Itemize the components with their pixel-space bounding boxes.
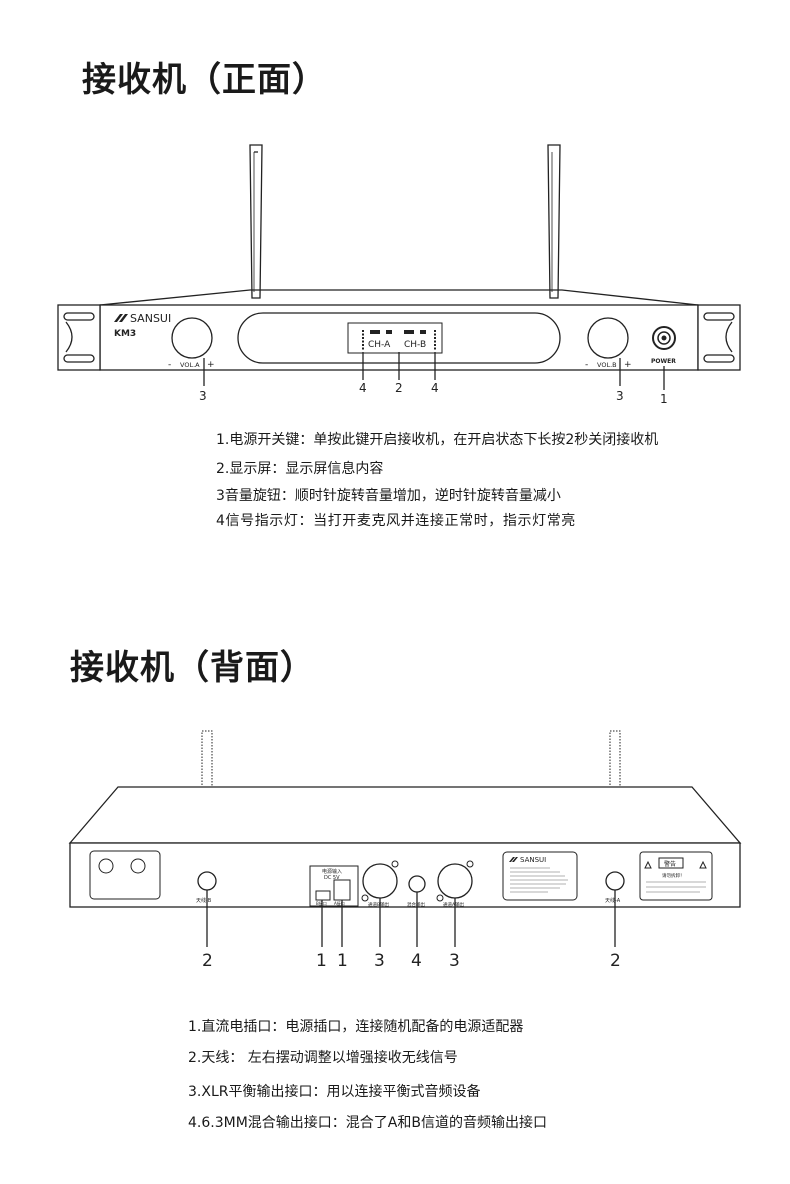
back-desc-dc-jack: 1.直流电插口：电源插口，连接随机配备的电源适配器 bbox=[188, 1019, 524, 1035]
front-chassis-top bbox=[99, 289, 699, 306]
power-label: POWER bbox=[651, 358, 676, 365]
display-status-icon-b bbox=[404, 330, 414, 334]
front-desc-signal-led: 4信号指示灯：当打开麦克风并连接正常时，指示灯常亮 bbox=[216, 513, 576, 529]
warning-title: 警告 bbox=[664, 860, 676, 868]
front-model: KM3 bbox=[114, 329, 136, 339]
back-callout-2b: 2 bbox=[610, 951, 621, 971]
front-view bbox=[57, 144, 741, 390]
front-callout-1: 1 bbox=[660, 392, 668, 406]
antenna-a-connector[interactable] bbox=[605, 871, 625, 891]
vol-a-knob[interactable] bbox=[171, 317, 213, 359]
vol-b-plus: + bbox=[624, 360, 632, 370]
back-label-brand: SANSUI bbox=[520, 856, 546, 864]
mix-output-label: 混合输出 bbox=[407, 901, 425, 908]
antenna-b-connector[interactable] bbox=[197, 871, 217, 891]
safety-label bbox=[89, 850, 161, 900]
recycle-icon bbox=[98, 858, 114, 874]
warning-label bbox=[639, 851, 713, 901]
back-callout-1b: 1 bbox=[337, 951, 348, 971]
display-ch-b: CH-B bbox=[404, 340, 426, 350]
back-callout-4: 4 bbox=[411, 951, 422, 971]
back-panel bbox=[69, 842, 741, 908]
product-info-label bbox=[502, 851, 578, 901]
warning-triangle-left-icon bbox=[644, 860, 652, 869]
back-desc-antenna: 2.天线： 左右摆动调整以增强接收无线信号 bbox=[188, 1050, 458, 1066]
rack-ear-right bbox=[697, 304, 741, 371]
display-signal-icon-b bbox=[420, 330, 426, 334]
mix-output-jack[interactable] bbox=[408, 875, 426, 893]
front-brand: SANSUI bbox=[130, 312, 171, 325]
back-callout-1a: 1 bbox=[316, 951, 327, 971]
xlr-b-output[interactable] bbox=[362, 863, 398, 899]
back-section-title: 接收机（背面） bbox=[70, 648, 315, 688]
port-a-small-label: A接口 bbox=[334, 900, 345, 906]
back-desc-mix-out: 4.6.3MM混合输出接口：混合了A和B信道的音频输出接口 bbox=[188, 1115, 547, 1131]
vol-b-knob[interactable] bbox=[587, 317, 629, 359]
warning-subtitle: 请勿拆卸！ bbox=[662, 872, 685, 879]
front-callout-4b: 4 bbox=[431, 381, 439, 395]
no-disposal-icon bbox=[130, 858, 146, 874]
back-chassis-top bbox=[68, 786, 742, 844]
front-callout-2: 2 bbox=[395, 381, 403, 395]
front-desc-display: 2.显示屏：显示屏信息内容 bbox=[216, 461, 384, 477]
front-section-title: 接收机（正面） bbox=[82, 60, 327, 100]
display-ch-a: CH-A bbox=[368, 340, 391, 350]
back-callout-3a: 3 bbox=[374, 951, 385, 971]
vol-b-minus: - bbox=[585, 360, 588, 370]
front-callout-3b: 3 bbox=[616, 389, 624, 403]
front-callout-4a: 4 bbox=[359, 381, 367, 395]
rack-ear-left bbox=[57, 304, 101, 371]
vol-a-plus: + bbox=[207, 360, 215, 370]
dc-port-b[interactable] bbox=[315, 890, 331, 901]
back-view bbox=[68, 730, 742, 947]
power-input-spec: DC 5V bbox=[324, 875, 340, 881]
back-desc-xlr: 3.XLR平衡输出接口：用以连接平衡式音频设备 bbox=[188, 1084, 481, 1100]
power-input-area bbox=[309, 865, 359, 907]
vol-a-minus: - bbox=[168, 360, 171, 370]
xlr-a-output[interactable] bbox=[437, 863, 473, 899]
warning-triangle-right-icon bbox=[699, 860, 707, 869]
display-signal-icon-a bbox=[386, 330, 392, 334]
display-status-icon-a bbox=[370, 330, 380, 334]
vol-a-label: VOL.A bbox=[180, 361, 200, 369]
back-callout-3b: 3 bbox=[449, 951, 460, 971]
front-antenna-left bbox=[249, 144, 263, 299]
front-callout-3a: 3 bbox=[199, 389, 207, 403]
xlr-b-label: 通道B输出 bbox=[368, 901, 390, 908]
power-input-title: 电源输入 bbox=[322, 868, 342, 875]
vol-b-label: VOL.B bbox=[597, 361, 617, 369]
front-desc-volume-knob: 3音量旋钮：顺时针旋转音量增加，逆时针旋转音量减小 bbox=[216, 488, 561, 504]
sansui-logo-icon bbox=[114, 314, 128, 322]
front-antenna-right bbox=[547, 144, 561, 299]
xlr-a-label: 通道A输出 bbox=[443, 901, 465, 908]
back-callout-2a: 2 bbox=[202, 951, 213, 971]
back-sansui-logo-icon bbox=[509, 857, 518, 862]
front-desc-power-button: 1.电源开关键：单按此键开启接收机，在开启状态下长按2秒关闭接收机 bbox=[216, 432, 659, 448]
antenna-a-label: 天线-A bbox=[605, 897, 621, 904]
antenna-b-label: 天线-B bbox=[196, 897, 212, 904]
port-b-small-label: B接口 bbox=[316, 900, 327, 906]
